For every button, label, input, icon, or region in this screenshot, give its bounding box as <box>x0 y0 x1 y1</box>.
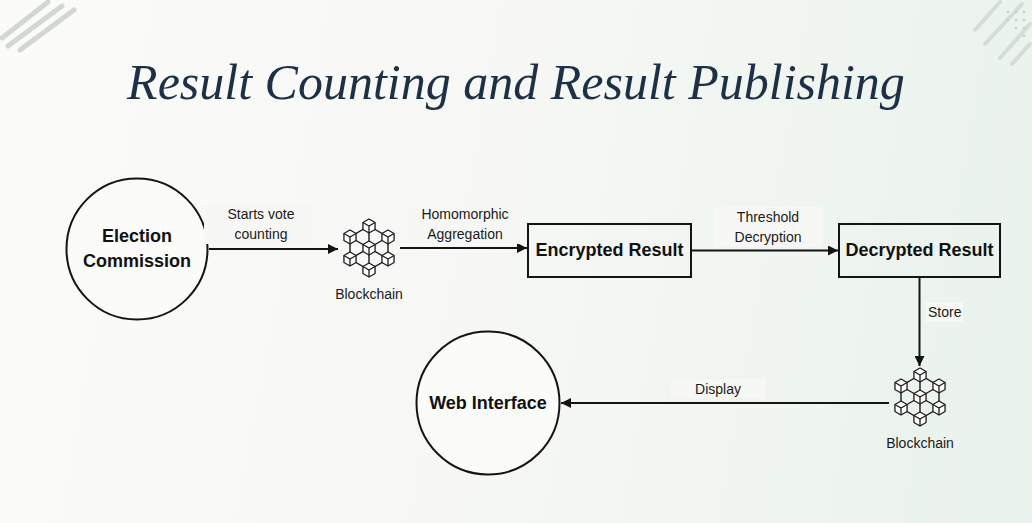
circle-border <box>417 332 560 475</box>
node-label: Election Commission <box>78 224 196 274</box>
edge-label: Store <box>926 302 963 322</box>
blockchain-node: Blockchain <box>889 366 951 428</box>
node-label: Decrypted Result <box>845 238 993 263</box>
slide-title: Result Counting and Result Publishing <box>0 52 1032 112</box>
flow-arrow <box>692 250 838 252</box>
node-caption: Blockchain <box>335 285 403 303</box>
process-box: Decrypted Result <box>838 223 1001 278</box>
edge-label: Homomorphic Aggregation <box>407 204 523 244</box>
blockchain-icon <box>895 368 945 426</box>
edge-label: Display <box>671 379 765 399</box>
actor-circle: Election Commission <box>65 177 209 321</box>
flow-arrow <box>919 278 921 366</box>
flow-arrow <box>561 402 889 404</box>
edge-label: Starts vote counting <box>204 204 318 244</box>
blockchain-icon <box>344 219 394 277</box>
flow-arrow <box>209 248 338 250</box>
process-box: Encrypted Result <box>527 223 692 278</box>
node-caption: Blockchain <box>886 434 954 452</box>
flow-arrow <box>400 247 527 249</box>
circle-border <box>67 179 208 320</box>
edge-label: Threshold Decryption <box>714 207 822 247</box>
node-label: Encrypted Result <box>535 238 683 263</box>
actor-circle: Web Interface <box>415 330 561 476</box>
blockchain-node: Blockchain <box>338 217 400 279</box>
node-label: Web Interface <box>429 391 547 416</box>
circle-outline <box>65 177 209 321</box>
